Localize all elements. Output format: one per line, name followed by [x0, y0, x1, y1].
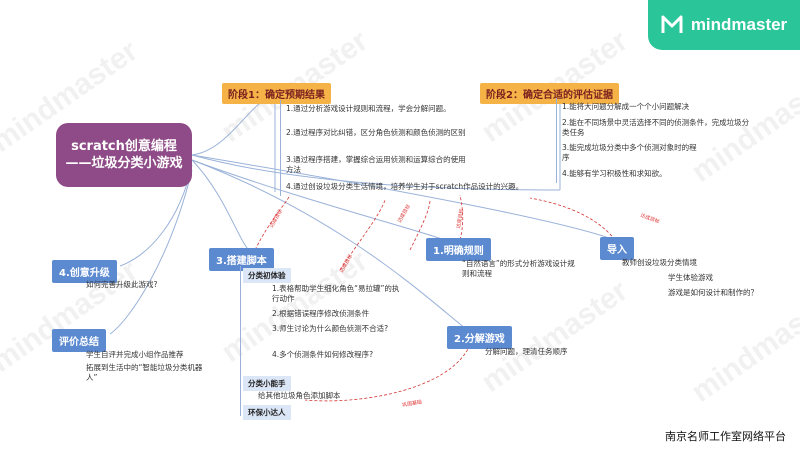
stage2-item: 4.能够有学习积极性和求知欲。: [562, 169, 667, 178]
stage1-item: 3.通过程序搭建，掌握综合运用侦测和运算综合的使用方法: [286, 155, 466, 174]
build-sub2[interactable]: 分类小能手: [243, 376, 291, 391]
stage1-item: 2.通过程序对比纠错，区分角色侦测和颜色侦测的区别: [286, 128, 466, 137]
central-topic-label: scratch创意编程——垃圾分类小游戏: [65, 139, 183, 171]
mindmaster-logo-icon: [661, 15, 683, 33]
build-sub1-item: 3.师生讨论为什么颜色侦测不合适?: [272, 324, 389, 333]
rules-item: “自然语言”的形式分析游戏设计规则和流程: [462, 259, 575, 278]
decompose-label: 2.分解游戏: [454, 334, 505, 345]
rules-node[interactable]: 1.明确规则: [426, 238, 491, 261]
brand-logo: mindmaster: [648, 0, 800, 50]
stage1-item: 1.通过分析游戏设计规则和流程，学会分解问题。: [286, 104, 451, 113]
footer-caption: 南京名师工作室网络平台: [665, 430, 786, 443]
stage2-label: 阶段2：确定合适的评估证据: [486, 90, 613, 101]
stage2-item: 1.能将大问题分解成一个个小问题解决: [562, 102, 690, 111]
build-node[interactable]: 3.搭建脚本: [209, 248, 274, 271]
evaluate-label: 评价总结: [59, 337, 99, 348]
build-sub1-item: 4.多个侦测条件如何修改程序?: [272, 350, 374, 359]
evaluate-node[interactable]: 评价总结: [52, 329, 106, 352]
intro-label: 导入: [607, 245, 627, 256]
stage2-node[interactable]: 阶段2：确定合适的评估证据: [480, 83, 619, 104]
stage2-items: [556, 98, 757, 183]
central-topic[interactable]: scratch创意编程——垃圾分类小游戏: [56, 123, 192, 187]
intro-item: 游戏是如何设计和制作的？: [668, 288, 758, 297]
brand-name: mindmaster: [690, 15, 788, 34]
upgrade-item: 如何完善升级此游戏?: [86, 280, 158, 289]
stage2-item: 3.能完成垃圾分类中多个侦测对象时的程序: [562, 143, 697, 162]
intro-item: 教师创设垃圾分类情境: [622, 258, 697, 267]
rules-label: 1.明确规则: [433, 246, 484, 257]
evaluate-item: 学生自评并完成小组作品推荐: [86, 350, 184, 359]
upgrade-label: 4.创意升级: [59, 268, 110, 279]
stage1-item: 4.通过创设垃圾分类生活情境，培养学生对于scratch作品设计的兴趣。: [286, 182, 524, 191]
build-sub1-item: 2.根据错误程序修改侦测条件: [272, 309, 370, 318]
build-sub3[interactable]: 环保小达人: [243, 405, 291, 420]
build-sub1-item: 1.表格帮助学生细化角色“易拉罐”的执行动作: [272, 284, 400, 303]
decompose-node[interactable]: 2.分解游戏: [447, 326, 512, 349]
build-items: [240, 266, 391, 416]
evaluate-item: 拓展到生活中的“智能垃圾分类机器人”: [86, 363, 203, 382]
stage2-item: 2.能在不同场景中灵活选择不同的侦测条件，完成垃圾分类任务: [562, 118, 750, 137]
intro-node[interactable]: 导入: [600, 237, 634, 260]
intro-item: 学生体验游戏: [668, 273, 713, 282]
stage1-label: 阶段1：确定预期结果: [228, 90, 325, 101]
stage1-items: [280, 100, 551, 196]
build-label: 3.搭建脚本: [216, 256, 267, 267]
build-sub2-item: 给其他垃圾角色添加脚本: [258, 391, 341, 400]
upgrade-node[interactable]: 4.创意升级: [52, 260, 117, 283]
decompose-item: 分解问题，理清任务顺序: [485, 347, 568, 356]
build-sub1[interactable]: 分类初体验: [243, 268, 291, 283]
stage1-node[interactable]: 阶段1：确定预期结果: [222, 83, 331, 104]
